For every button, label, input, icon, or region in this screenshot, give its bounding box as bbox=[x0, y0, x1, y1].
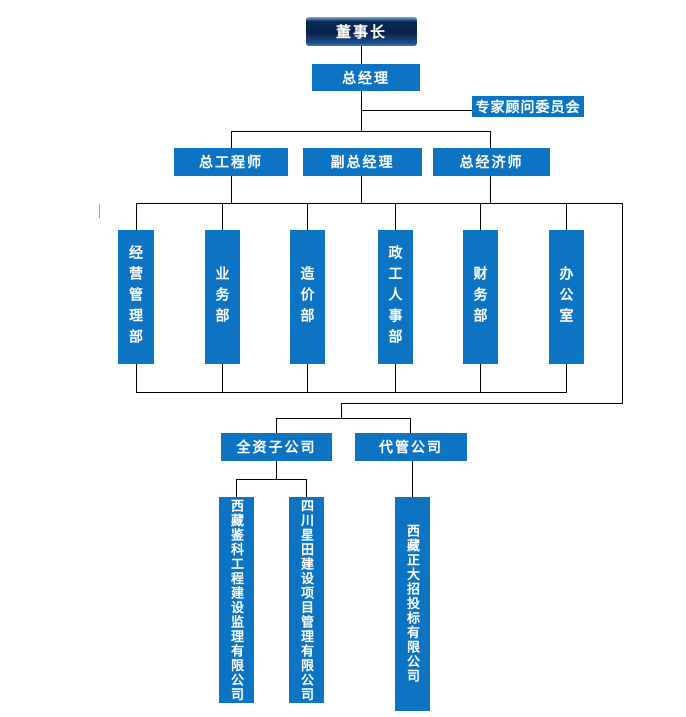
connector-line bbox=[622, 203, 623, 404]
connector-line bbox=[480, 203, 481, 230]
connector-line bbox=[566, 203, 567, 230]
node-dept-cost-estimation: 造价部 bbox=[290, 230, 325, 364]
connector-line bbox=[136, 364, 137, 392]
connector-line bbox=[410, 418, 411, 433]
connector-line bbox=[361, 46, 362, 65]
node-label: 专家顾问委员会 bbox=[475, 98, 581, 115]
node-company-tibet-jianke: 西藏鉴科工程建设监理有限公司 bbox=[219, 497, 254, 703]
stray-mark bbox=[99, 204, 100, 218]
node-label: 造价部 bbox=[299, 265, 316, 329]
node-label: 财务部 bbox=[472, 265, 489, 329]
node-label: 总工程师 bbox=[199, 154, 263, 170]
node-managed-company: 代管公司 bbox=[355, 433, 467, 461]
node-label: 政工人事部 bbox=[387, 244, 404, 350]
node-deputy-general-manager: 副总经理 bbox=[303, 148, 422, 176]
connector-line bbox=[412, 461, 413, 497]
node-advisory-committee: 专家顾问委员会 bbox=[472, 96, 584, 117]
connector-line bbox=[361, 110, 472, 111]
node-dept-finance: 财务部 bbox=[463, 230, 498, 364]
connector-line bbox=[231, 131, 491, 132]
connector-line bbox=[276, 461, 277, 479]
connector-line bbox=[276, 418, 277, 433]
node-dept-operations-management: 经营管理部 bbox=[118, 230, 154, 364]
node-label: 总经济师 bbox=[459, 154, 524, 170]
node-label: 业务部 bbox=[214, 265, 231, 329]
connector-line bbox=[490, 131, 491, 148]
node-company-sichuan-xingtian: 四川星田建设项目管理有限公司 bbox=[289, 497, 324, 703]
node-label: 经营管理部 bbox=[128, 244, 144, 350]
node-chairman: 董事长 bbox=[306, 17, 417, 46]
node-label: 代管公司 bbox=[379, 439, 443, 455]
node-label: 西藏鉴科工程建设监理有限公司 bbox=[229, 498, 244, 702]
connector-line bbox=[231, 131, 232, 148]
connector-line bbox=[341, 403, 342, 419]
connector-line bbox=[136, 203, 623, 204]
node-dept-business: 业务部 bbox=[205, 230, 240, 364]
connector-line bbox=[341, 403, 623, 404]
node-company-tibet-zhengda: 西藏正大招投标有限公司 bbox=[395, 497, 430, 711]
connector-line bbox=[307, 364, 308, 392]
connector-line bbox=[222, 364, 223, 392]
connector-line bbox=[136, 392, 567, 393]
connector-line bbox=[136, 203, 137, 230]
connector-line bbox=[361, 176, 362, 204]
node-label: 办公室 bbox=[558, 265, 575, 329]
connector-line bbox=[566, 364, 567, 392]
connector-line bbox=[395, 364, 396, 392]
node-label: 西藏正大招投标有限公司 bbox=[405, 524, 420, 684]
node-label: 总经理 bbox=[342, 69, 390, 86]
node-label: 全资子公司 bbox=[236, 439, 317, 455]
connector-line bbox=[236, 479, 237, 497]
connector-line bbox=[222, 203, 223, 230]
connector-line bbox=[306, 479, 307, 497]
node-label: 董事长 bbox=[335, 24, 387, 41]
connector-line bbox=[276, 418, 411, 419]
connector-line bbox=[231, 176, 232, 204]
node-label: 副总经理 bbox=[330, 154, 395, 170]
node-chief-economist: 总经济师 bbox=[433, 148, 550, 176]
connector-line bbox=[395, 203, 396, 230]
connector-line bbox=[307, 203, 308, 230]
node-dept-office: 办公室 bbox=[549, 230, 584, 364]
connector-line bbox=[480, 364, 481, 392]
node-dept-political-personnel: 政工人事部 bbox=[378, 230, 413, 364]
node-general-manager: 总经理 bbox=[312, 64, 420, 91]
connector-line bbox=[361, 91, 362, 132]
node-chief-engineer: 总工程师 bbox=[174, 148, 288, 176]
node-label: 四川星田建设项目管理有限公司 bbox=[299, 498, 314, 702]
node-wholly-owned-subsidiary: 全资子公司 bbox=[221, 433, 332, 461]
connector-line bbox=[236, 479, 307, 480]
connector-line bbox=[490, 176, 491, 204]
